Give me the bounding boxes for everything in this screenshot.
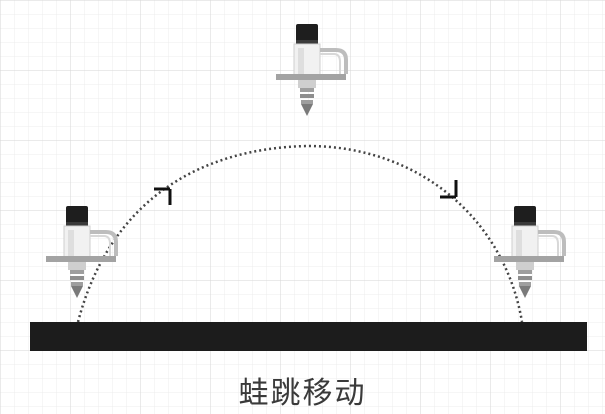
leapfrog-arc [76, 144, 524, 323]
arrow-marker-icon [440, 180, 458, 199]
base-bar [30, 322, 587, 351]
arrow-marker-icon [154, 187, 172, 205]
caption: 蛙跳移动 [238, 376, 367, 411]
